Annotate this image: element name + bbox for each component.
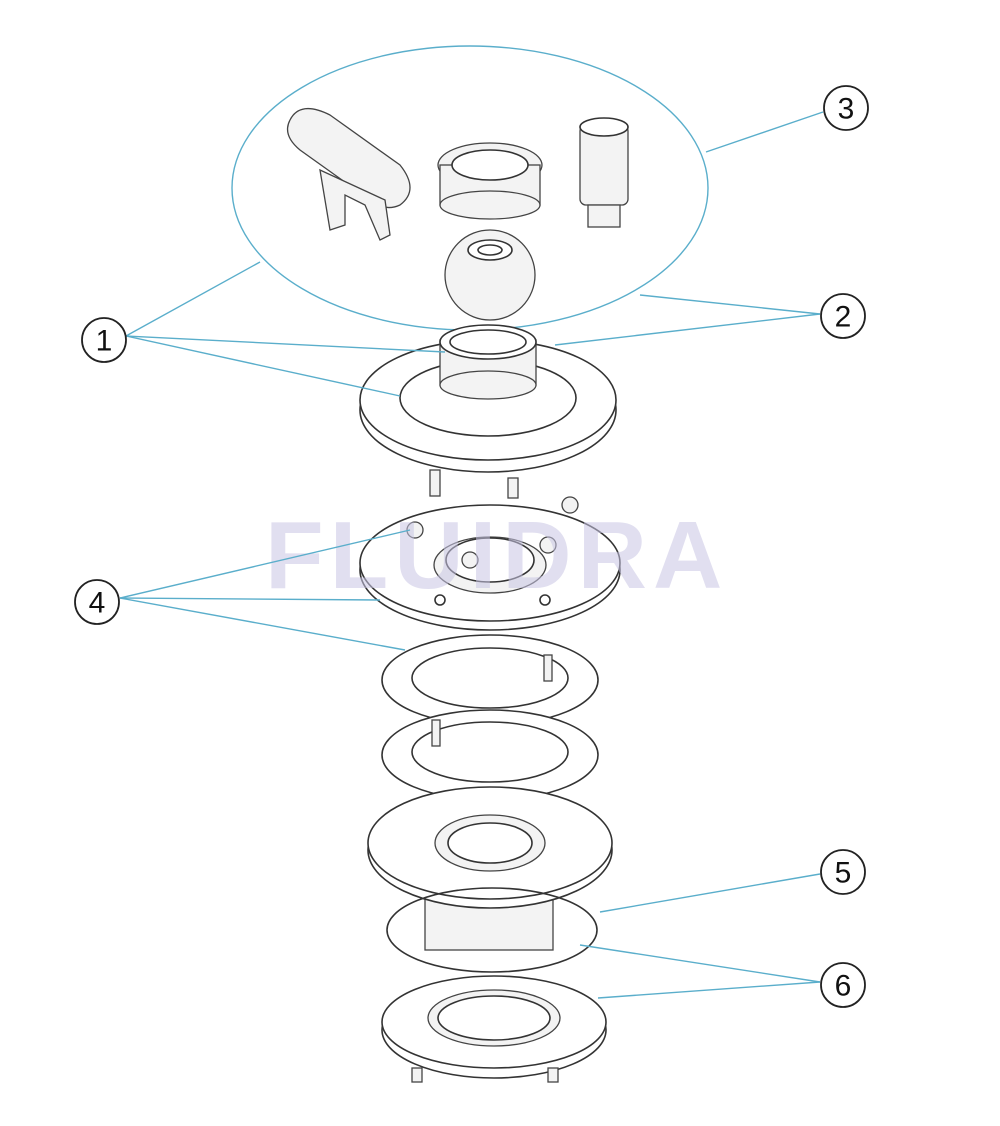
callout-6: 6 [820, 962, 866, 1008]
watermark: FLUIDRA [265, 502, 728, 609]
callout-5: 5 [820, 849, 866, 895]
part-gasket-2 [381, 709, 599, 801]
svg-text:4: 4 [89, 587, 106, 620]
callout-1: 1 [81, 317, 127, 363]
svg-text:2: 2 [835, 301, 852, 334]
part-gasket-1 [381, 634, 599, 726]
svg-text:3: 3 [838, 93, 855, 126]
part-flange-plate [359, 496, 621, 631]
part-threaded-ring [437, 142, 543, 220]
part-nozzle-tube [579, 117, 629, 228]
callout-2: 2 [820, 293, 866, 339]
svg-text:5: 5 [835, 857, 852, 890]
svg-text:1: 1 [96, 325, 113, 358]
leader-lines [119, 111, 824, 999]
svg-text:6: 6 [835, 970, 852, 1003]
callout-3: 3 [823, 85, 869, 131]
part-cover-clip [286, 108, 411, 241]
callout-4: 4 [74, 579, 120, 625]
part-body [367, 786, 613, 951]
part-locking-nut [381, 975, 607, 1083]
part-face-plate [359, 324, 617, 499]
part-ball [444, 229, 536, 321]
part-nut-gasket [386, 887, 598, 973]
